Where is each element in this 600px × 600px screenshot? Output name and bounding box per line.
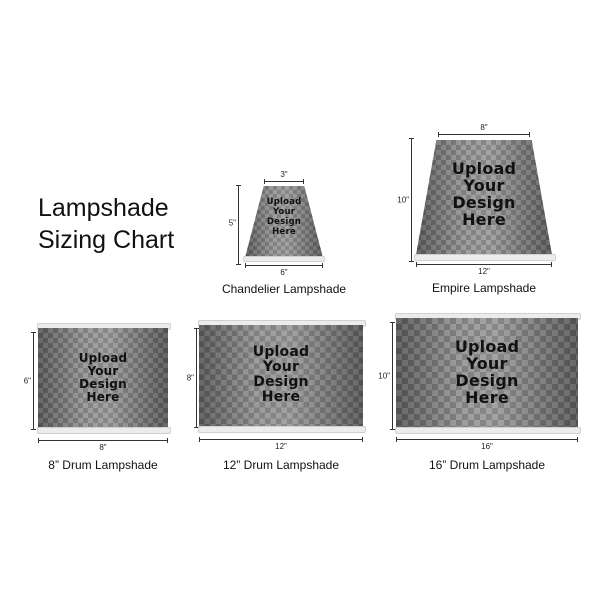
- drum-8-bottom-rim: [37, 427, 171, 434]
- chandelier-bottom-rim: [243, 256, 325, 262]
- chandelier-top-dimension: 3": [280, 170, 288, 179]
- chandelier-top-line: [264, 179, 304, 184]
- empire-bottom-rim: [414, 254, 556, 261]
- drum-8-bottom-dimension: 8": [99, 443, 107, 452]
- chandelier-height-line: [236, 185, 241, 265]
- drum-12-height-line: [194, 328, 199, 428]
- drum-16-bottom-dimension: 16": [481, 442, 493, 451]
- drum-8-height-dimension: 6": [23, 376, 31, 386]
- empire-top-dimension: 8": [480, 123, 488, 132]
- drum-16-caption: 16” Drum Lampshade: [428, 458, 546, 472]
- drum-12-height-dimension: 8": [186, 373, 194, 383]
- empire-top-line: [438, 132, 530, 137]
- chart-title: Lampshade Sizing Chart: [38, 192, 174, 256]
- drum-16-height-line: [390, 322, 395, 430]
- empire-bottom-line: [416, 262, 552, 267]
- chandelier-height-dimension: 5": [228, 218, 236, 228]
- chandelier-caption: Chandelier Lampshade: [221, 282, 347, 296]
- drum-8-caption: 8” Drum Lampshade: [48, 458, 158, 472]
- chandelier-bottom-dimension: 6": [280, 268, 288, 277]
- drum-12-bottom-line: [199, 437, 363, 442]
- drum-8-bottom-line: [38, 438, 168, 443]
- drum-12-bottom-dimension: 12": [275, 442, 287, 451]
- drum-12-caption: 12” Drum Lampshade: [222, 458, 340, 472]
- drum-16-bottom-line: [396, 437, 578, 442]
- title-line-2: Sizing Chart: [38, 226, 175, 254]
- empire-caption: Empire Lampshade: [431, 281, 537, 295]
- drum-16-bottom-rim: [395, 427, 581, 434]
- drum-16-height-dimension: 10": [378, 371, 390, 381]
- empire-bottom-dimension: 12": [478, 267, 490, 276]
- drum-12-bottom-rim: [198, 426, 366, 433]
- chandelier-bottom-line: [245, 263, 323, 268]
- empire-height-dimension: 10": [397, 195, 409, 205]
- title-line-1: Lampshade: [38, 194, 169, 222]
- drum-8-height-line: [31, 332, 36, 430]
- empire-height-line: [409, 138, 414, 262]
